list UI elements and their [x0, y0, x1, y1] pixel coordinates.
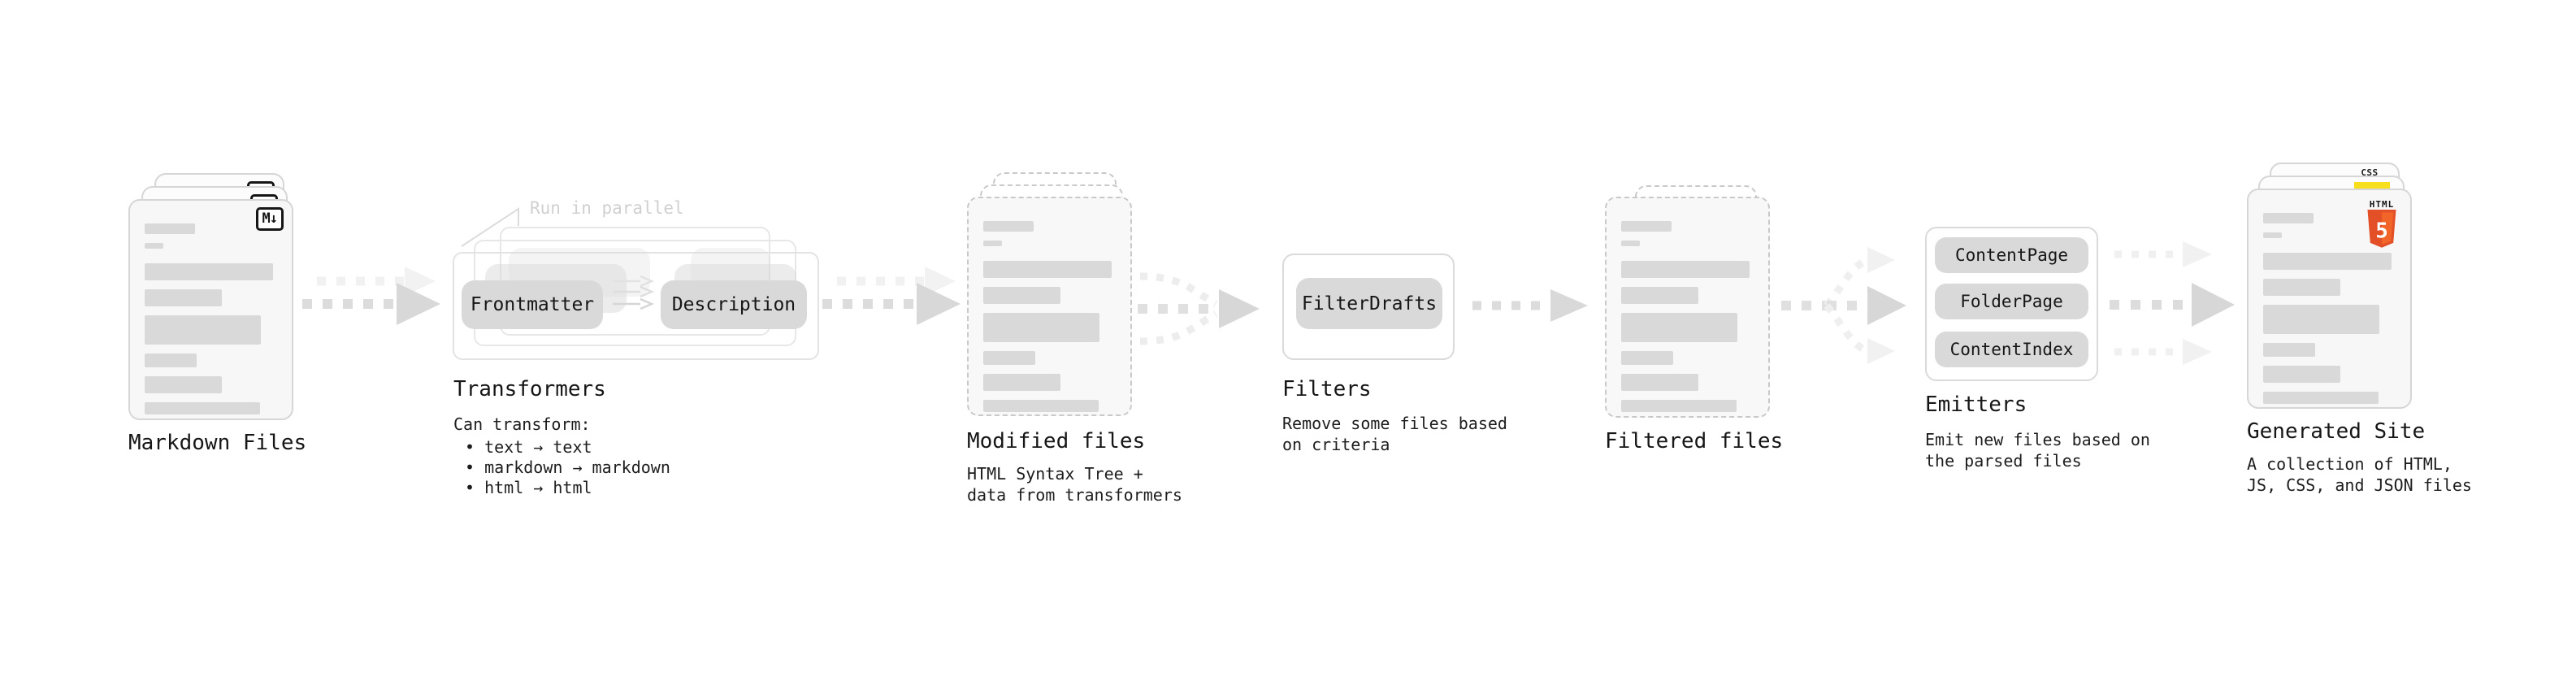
transformer-node-frontmatter: Frontmatter [462, 280, 603, 329]
html5-word-label: HTML [2369, 199, 2395, 210]
filters-label: Filters [1282, 377, 1372, 401]
transformers-bullet: • html → html [465, 478, 592, 497]
flow-arrow-markdown-to-transformers [302, 267, 440, 325]
transformers-bullet: • markdown → markdown [465, 458, 670, 477]
placeholder-bar [145, 354, 197, 367]
placeholder-bar [1621, 313, 1738, 342]
placeholder-bar [145, 263, 274, 280]
annotation-callout-line [461, 207, 519, 247]
placeholder-bar [1621, 221, 1672, 232]
svg-text:5: 5 [2375, 219, 2388, 244]
filter-node-filterdrafts: FilterDrafts [1296, 278, 1442, 329]
placeholder-bar [2263, 279, 2340, 296]
emitters-label: Emitters [1925, 393, 2027, 417]
modified-files-label: Modified files [967, 429, 1146, 453]
filtered-file-card [1605, 197, 1770, 418]
merge-arrow-modified-to-filters [1138, 272, 1260, 345]
run-in-parallel-annotation: Run in parallel [530, 198, 684, 218]
file-content-placeholder [1621, 221, 1754, 421]
placeholder-bar [2263, 366, 2340, 383]
emitter-node-contentindex: ContentIndex [1935, 332, 2088, 367]
placeholder-bar [983, 221, 1034, 232]
placeholder-bar [983, 313, 1100, 342]
transformers-bullet: • text → text [465, 437, 592, 457]
placeholder-bar [983, 241, 1002, 246]
flow-arrows-emitters-to-generated [2110, 241, 2235, 365]
emitters-sublabel: Emit new files based on the parsed files [1925, 430, 2150, 471]
placeholder-bar [2263, 213, 2314, 223]
placeholder-bar [2263, 392, 2379, 404]
generated-site-sublabel: A collection of HTML, JS, CSS, and JSON … [2247, 454, 2472, 495]
markdown-files-label: Markdown Files [128, 431, 307, 455]
placeholder-bar [1621, 400, 1737, 412]
placeholder-bar [1621, 241, 1640, 246]
flow-arrow-filters-to-filtered [1472, 289, 1588, 322]
filtered-files-label: Filtered files [1605, 429, 1784, 453]
file-content-placeholder [983, 221, 1116, 421]
placeholder-bar [983, 287, 1060, 304]
transformers-desc-title: Can transform: [453, 414, 591, 434]
transformer-node-description: Description [661, 280, 807, 329]
placeholder-bar [145, 289, 222, 306]
file-content-placeholder [2263, 213, 2396, 413]
transformers-label: Transformers [453, 377, 606, 401]
placeholder-bar [983, 374, 1060, 391]
flow-arrow-transformers-to-modified [822, 267, 961, 325]
placeholder-bar [983, 351, 1035, 365]
placeholder-bar [1621, 287, 1698, 304]
placeholder-bar [2263, 232, 2282, 238]
placeholder-bar [145, 243, 163, 249]
placeholder-bar [2263, 305, 2380, 334]
placeholder-bar [145, 223, 195, 234]
fanout-arrow-filtered-to-emitters [1781, 247, 1906, 364]
emitter-node-folderpage: FolderPage [1935, 284, 2088, 319]
generated-site-label: Generated Site [2247, 419, 2426, 444]
parallel-arrows-icon [613, 275, 655, 310]
modified-files-sublabel: HTML Syntax Tree + data from transformer… [967, 464, 1182, 505]
css-badge-label: CSS [2361, 167, 2379, 178]
placeholder-bar [1621, 374, 1698, 391]
placeholder-bar [983, 261, 1112, 278]
placeholder-bar [145, 376, 222, 393]
placeholder-bar [145, 315, 262, 345]
placeholder-bar [983, 400, 1099, 412]
markdown-icon: M↓ [255, 207, 284, 231]
modified-file-card [967, 197, 1132, 416]
file-content-placeholder [145, 223, 277, 423]
placeholder-bar [1621, 351, 1673, 365]
placeholder-bar [2263, 253, 2392, 270]
transformer-box [453, 252, 819, 360]
emitter-node-contentpage: ContentPage [1935, 237, 2088, 273]
filters-sublabel: Remove some files based on criteria [1282, 414, 1507, 454]
markdown-file-card: M↓ [128, 199, 293, 420]
generated-file-card-html: HTML 5 [2247, 189, 2412, 409]
placeholder-bar [1621, 261, 1750, 278]
placeholder-bar [2263, 343, 2315, 357]
placeholder-bar [145, 402, 260, 414]
html5-shield: 5 [2367, 210, 2396, 248]
html5-icon: HTML 5 [2363, 200, 2400, 252]
